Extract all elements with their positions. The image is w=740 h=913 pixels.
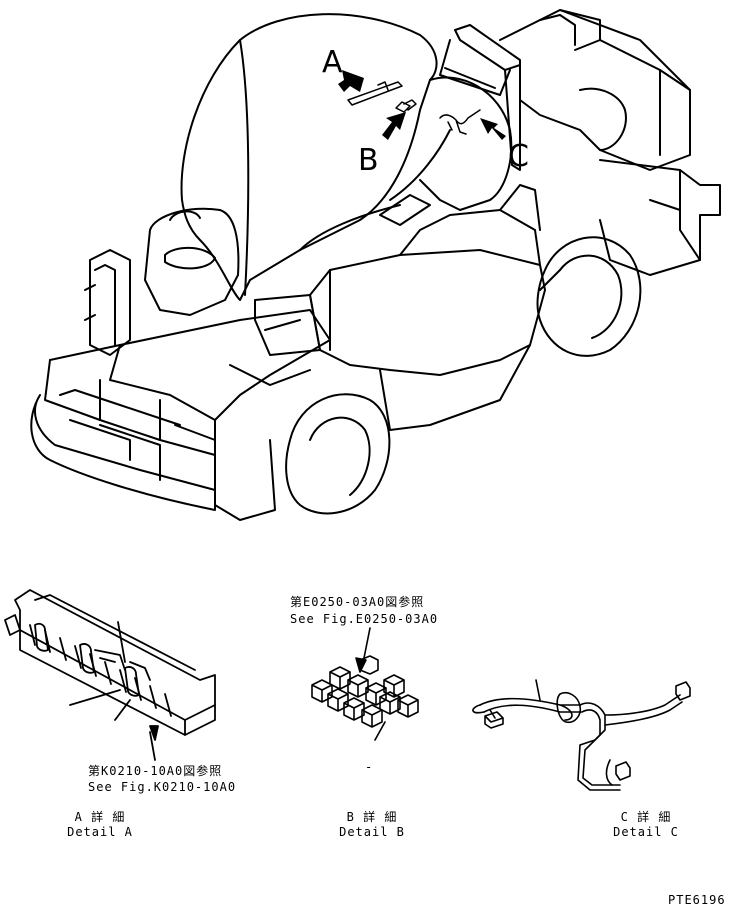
caption-detail-a: A 詳 細 Detail A (50, 810, 150, 840)
machine-isometric-view (30, 9, 721, 521)
caption-c-jp: C 詳 細 (620, 810, 672, 824)
arrow-detail-a-icon (149, 725, 159, 741)
relay-cluster (311, 655, 419, 728)
drawing-number: PTE6196 (668, 893, 726, 907)
caption-a-en: Detail A (67, 825, 133, 839)
fuse-block-a (14, 589, 216, 736)
front-frame (49, 309, 331, 521)
location-markers (347, 81, 481, 135)
detail-a-ref-jp: 第K0210-10A0図参照 (88, 764, 223, 778)
caption-detail-b: B 詳 細 Detail B (322, 810, 422, 840)
cab-canopy (180, 13, 438, 301)
connector-c2 (675, 681, 691, 701)
detail-c-view (472, 679, 691, 791)
callout-arrows (338, 70, 506, 140)
wiring-harness-c (479, 694, 681, 791)
caption-detail-c: C 詳 細 Detail C (596, 810, 696, 840)
callout-c-label: C (508, 139, 529, 174)
stray-mark: - (365, 760, 374, 774)
rear-step (599, 159, 721, 276)
detail-b-ref-jp: 第E0250-03A0図参照 (290, 595, 425, 609)
cab-center (419, 76, 513, 211)
rops-pillar (454, 24, 521, 71)
callout-a-label: A (322, 45, 343, 80)
detail-b-ref-en: See Fig.E0250-03A0 (290, 612, 439, 626)
front-wheel (285, 393, 391, 515)
detail-a-ref-en: See Fig.K0210-10A0 (88, 780, 237, 794)
caption-b-jp: B 詳 細 (346, 810, 398, 824)
arrow-b-icon (382, 112, 406, 140)
boom-bracket (89, 249, 131, 356)
front-bumper (30, 394, 216, 511)
caption-c-en: Detail C (613, 825, 679, 839)
detail-a-view (4, 589, 216, 761)
marker-a (347, 81, 403, 106)
detail-b-view (311, 627, 419, 741)
main-body (309, 249, 546, 376)
arrow-c-icon (480, 118, 506, 140)
caption-b-en: Detail B (339, 825, 405, 839)
arrow-a-icon (338, 70, 364, 92)
callout-b-label: B (358, 143, 379, 178)
caption-a-jp: A 詳 細 (74, 810, 126, 824)
connector-c1 (484, 711, 504, 729)
grommet-c (556, 691, 582, 724)
marker-b (395, 99, 417, 113)
marker-c (439, 109, 481, 135)
hydraulic-tank (144, 207, 240, 316)
connector-c3 (615, 761, 631, 781)
